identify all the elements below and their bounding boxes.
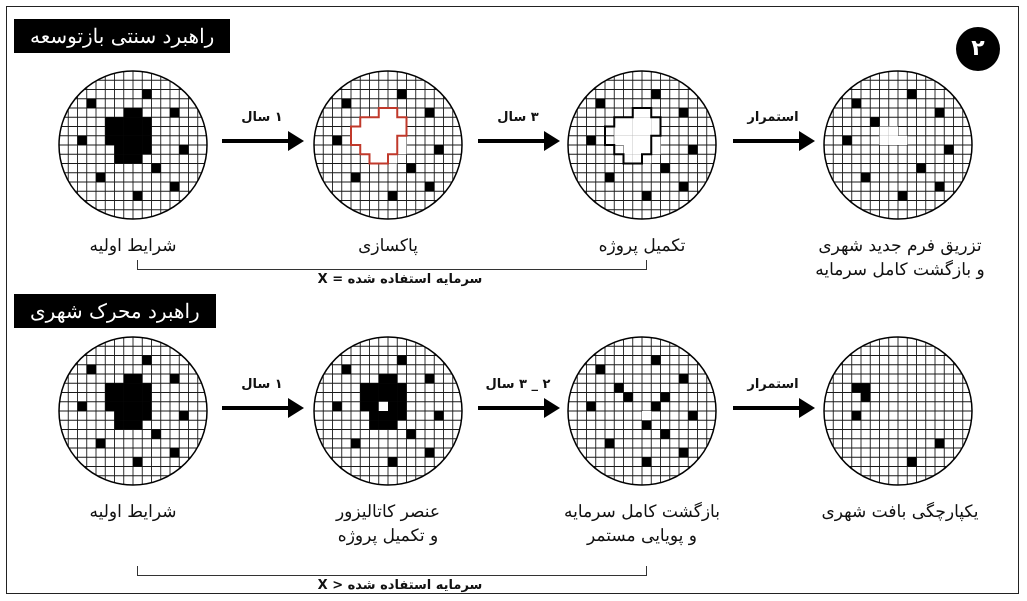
disk-row1-project-complete [566, 69, 718, 221]
arrow-row1-3 [731, 126, 817, 156]
figure-number-badge: ۲ [956, 27, 1000, 71]
disk-row1-new-form [822, 69, 974, 221]
arrow-row2-3 [731, 393, 817, 423]
arrow-row1-1 [220, 126, 306, 156]
bracket-label-row2: سرمایه استفاده شده < X [280, 578, 520, 593]
bracket-row1 [137, 260, 647, 270]
caption-row2-4: یکپارچگی بافت شهری [800, 500, 1000, 524]
disk-row1-initial [57, 69, 209, 221]
arrow-label-row2-3: استمرار [733, 377, 813, 392]
arrow-label-row2-2: ۲ _ ۳ سال [478, 377, 558, 392]
arrow-label-row1-1: ۱ سال [222, 110, 302, 125]
caption-row1-3: تکمیل پروژه [566, 234, 718, 258]
row1-title: راهبرد سنتی بازتوسعه [14, 19, 230, 53]
disk-row2-catalyst [312, 335, 464, 487]
disk-row2-initial [57, 335, 209, 487]
caption-row1-1: شرایط اولیه [57, 234, 209, 258]
arrow-row1-2 [476, 126, 562, 156]
bracket-row2 [137, 566, 647, 576]
caption-row2-1: شرایط اولیه [57, 500, 209, 524]
bracket-label-row1: سرمایه استفاده شده = X [280, 272, 520, 287]
arrow-label-row1-2: ۳ سال [478, 110, 558, 125]
arrow-row2-2 [476, 393, 562, 423]
arrow-row2-1 [220, 393, 306, 423]
disk-row2-integration [822, 335, 974, 487]
arrow-label-row1-3: استمرار [733, 110, 813, 125]
disk-row2-return [566, 335, 718, 487]
row2-title: راهبرد محرک شهری [14, 294, 216, 328]
caption-row1-2: پاکسازی [312, 234, 464, 258]
disk-row1-clearance [312, 69, 464, 221]
arrow-label-row2-1: ۱ سال [222, 377, 302, 392]
